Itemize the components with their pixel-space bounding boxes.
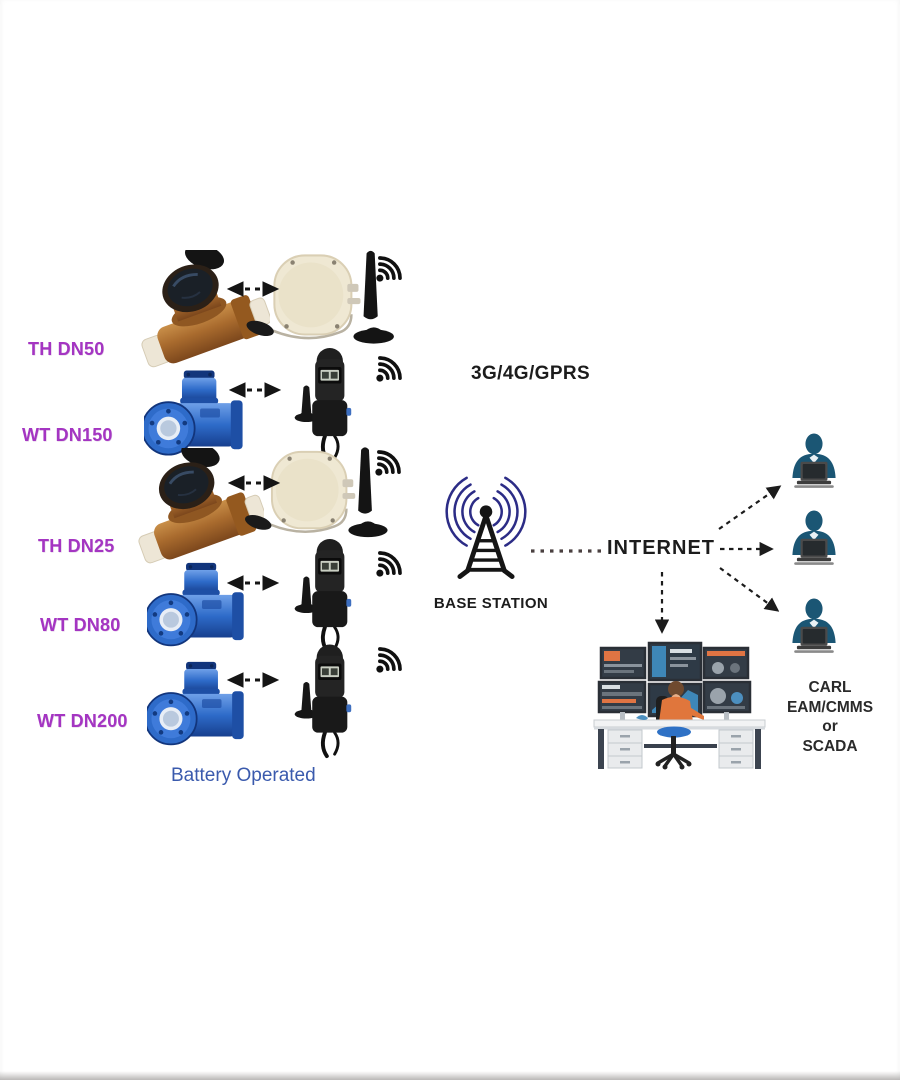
page-edge-shadow	[0, 1071, 900, 1080]
base-station-label: BASE STATION	[433, 595, 549, 612]
destination-line-3: or	[822, 718, 838, 735]
destination-system-label: CARL EAM/CMMS or SCADA	[778, 678, 882, 756]
meter-label-wt-dn80: WT DN80	[40, 615, 121, 635]
double-dashed-arrow	[226, 281, 282, 688]
meter-label-th-dn50: TH DN50	[28, 339, 105, 359]
meter-label-wt-dn200: WT DN200	[37, 711, 128, 731]
network-type-label: 3G/4G/GPRS	[471, 363, 591, 384]
destination-line-1: CARL	[808, 679, 852, 696]
laptop-user-icon	[787, 507, 841, 567]
destination-line-4: SCADA	[802, 737, 858, 755]
laptop-user-icon	[787, 430, 841, 490]
meter-label-wt-dn150: WT DN150	[22, 425, 113, 445]
dashed-arrow	[654, 485, 782, 634]
base-station-tower-icon	[436, 473, 536, 593]
meter-label-th-dn25: TH DN25	[38, 536, 115, 556]
battery-operated-note: Battery Operated	[171, 765, 316, 786]
destination-line-2: EAM/CMMS	[786, 698, 874, 716]
internet-label: INTERNET	[607, 537, 715, 559]
control-room-operator-illustration	[592, 640, 769, 772]
laptop-user-icon	[787, 595, 841, 655]
